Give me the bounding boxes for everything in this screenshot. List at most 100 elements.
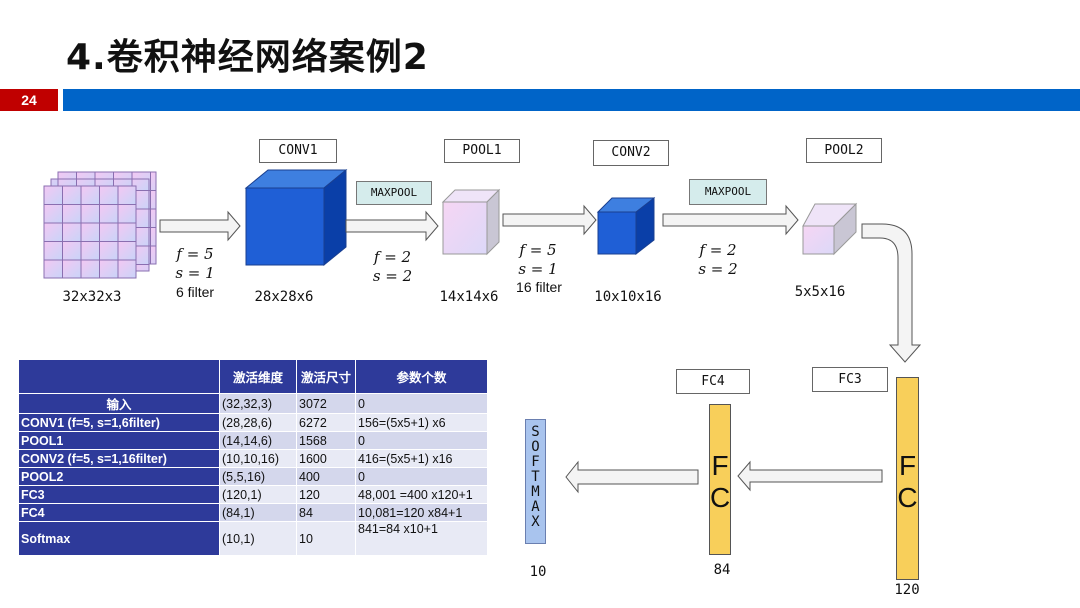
row-dim: (84,1)	[219, 503, 297, 522]
params-table: 激活维度 激活尺寸 参数个数 输入 (32,32,3) 3072 0 CONV1…	[18, 359, 488, 556]
row-size: 3072	[296, 393, 356, 414]
row-params: 416=(5x5+1) x16	[355, 449, 488, 468]
conv2-params: f = 5 s = 1	[503, 241, 573, 279]
row-dim: (10,10,16)	[219, 449, 297, 468]
row-dim: (28,28,6)	[219, 413, 297, 432]
softmax-letter: O	[531, 439, 540, 455]
fc3-layer: F C	[896, 377, 919, 580]
row-params: 0	[355, 431, 488, 450]
row-name: POOL1	[18, 431, 220, 450]
pool2-dims-label: 5x5x16	[794, 284, 846, 300]
softmax-letter: T	[531, 469, 540, 485]
row-size: 10	[296, 521, 356, 556]
conv2-cube	[596, 196, 656, 256]
row-name: CONV2 (f=5, s=1,16filter)	[18, 449, 220, 468]
table-row: FC4 (84,1) 84 10,081=120 x84+1	[18, 503, 488, 522]
fc3-label-box: FC3	[812, 367, 888, 392]
pool2-f: f = 2	[699, 241, 737, 259]
fc4-size-label: 84	[713, 562, 731, 578]
arrow-input-conv1	[159, 210, 241, 242]
softmax-letter: A	[531, 499, 540, 515]
table-row: Softmax (10,1) 10 841=84 x10+1	[18, 521, 488, 556]
conv1-dims-label: 28x28x6	[254, 289, 314, 305]
arrow-pool1-conv2	[502, 204, 597, 236]
row-params: 0	[355, 393, 488, 414]
pool1-label-box: POOL1	[444, 139, 520, 163]
table-header-row: 激活维度 激活尺寸 参数个数	[18, 359, 488, 394]
table-header-cell: 激活尺寸	[296, 359, 356, 394]
conv2-label-box: CONV2	[593, 140, 669, 166]
table-row: FC3 (120,1) 120 48,001 =400 x120+1	[18, 485, 488, 504]
fc3-letter-c: C	[897, 482, 918, 513]
conv1-f: f = 5	[176, 245, 214, 263]
conv1-filters: 6 filter	[175, 284, 215, 300]
row-params: 841=84 x10+1	[355, 521, 488, 556]
row-name: CONV1 (f=5, s=1,6filter)	[18, 413, 220, 432]
arrow-fc3-fc4	[737, 460, 883, 492]
softmax-letter: S	[531, 424, 540, 440]
conv2-filters: 16 filter	[516, 279, 562, 295]
page-number: 24	[0, 89, 58, 111]
row-size: 1568	[296, 431, 356, 450]
page-title: 4.卷积神经网络案例2	[66, 37, 429, 78]
conv2-dims-label: 10x10x16	[594, 289, 662, 305]
arrow-conv2-pool2	[662, 204, 799, 236]
arrow-fc4-softmax	[565, 460, 699, 494]
row-params: 156=(5x5+1) x6	[355, 413, 488, 432]
pool1-cube	[441, 188, 501, 256]
pool2-params: f = 2 s = 2	[683, 241, 753, 279]
row-params: 48,001 =400 x120+1	[355, 485, 488, 504]
row-dim: (32,32,3)	[219, 393, 297, 414]
pool1-dims-label: 14x14x6	[439, 289, 499, 305]
row-size: 1600	[296, 449, 356, 468]
row-size: 84	[296, 503, 356, 522]
maxpool2-box: MAXPOOL	[689, 179, 767, 205]
row-name: Softmax	[18, 521, 220, 556]
table-header-cell	[18, 359, 220, 394]
conv1-params: f = 5 s = 1	[160, 245, 230, 283]
input-dims-label: 32x32x3	[62, 289, 122, 305]
conv1-cube	[244, 168, 348, 267]
fc4-letter-f: F	[711, 450, 729, 481]
arrow-pool2-fc3	[861, 223, 922, 363]
row-dim: (5,5,16)	[219, 467, 297, 486]
row-dim: (10,1)	[219, 521, 297, 556]
conv2-s: s = 1	[518, 260, 558, 278]
conv2-f: f = 5	[519, 241, 557, 259]
fc4-letter-c: C	[710, 482, 731, 513]
input-image-stack	[43, 171, 157, 279]
pool1-f: f = 2	[373, 248, 412, 266]
pool2-label-box: POOL2	[806, 138, 882, 163]
table-header-cell: 激活维度	[219, 359, 297, 394]
fc3-letter-f: F	[898, 450, 917, 481]
fc3-size-label: 120	[894, 582, 920, 598]
fc4-layer: F C	[709, 404, 731, 555]
table-row: CONV2 (f=5, s=1,16filter) (10,10,16) 160…	[18, 449, 488, 468]
table-row: POOL2 (5,5,16) 400 0	[18, 467, 488, 486]
conv1-label-box: CONV1	[259, 139, 337, 163]
pool1-params: f = 2 s = 2	[355, 248, 430, 286]
table-row: CONV1 (f=5, s=1,6filter) (28,28,6) 6272 …	[18, 413, 488, 432]
row-dim: (120,1)	[219, 485, 297, 504]
header-bar	[63, 89, 1080, 111]
maxpool1-box: MAXPOOL	[356, 181, 432, 205]
table-header-cell: 参数个数	[355, 359, 488, 394]
row-size: 120	[296, 485, 356, 504]
pool2-cube	[802, 202, 858, 256]
arrow-conv1-pool1	[345, 210, 439, 242]
row-size: 400	[296, 467, 356, 486]
conv1-s: s = 1	[175, 264, 215, 282]
table-row: 输入 (32,32,3) 3072 0	[18, 393, 488, 414]
softmax-letter: F	[531, 454, 540, 470]
row-params: 0	[355, 467, 488, 486]
softmax-letter: M	[531, 484, 540, 500]
pool2-s: s = 2	[698, 260, 738, 278]
row-name: FC4	[18, 503, 220, 522]
row-name: FC3	[18, 485, 220, 504]
table-row: POOL1 (14,14,6) 1568 0	[18, 431, 488, 450]
pool1-s: s = 2	[372, 267, 413, 285]
row-name: 输入	[18, 393, 220, 414]
row-params: 10,081=120 x84+1	[355, 503, 488, 522]
softmax-layer: S O F T M A X	[525, 419, 546, 544]
